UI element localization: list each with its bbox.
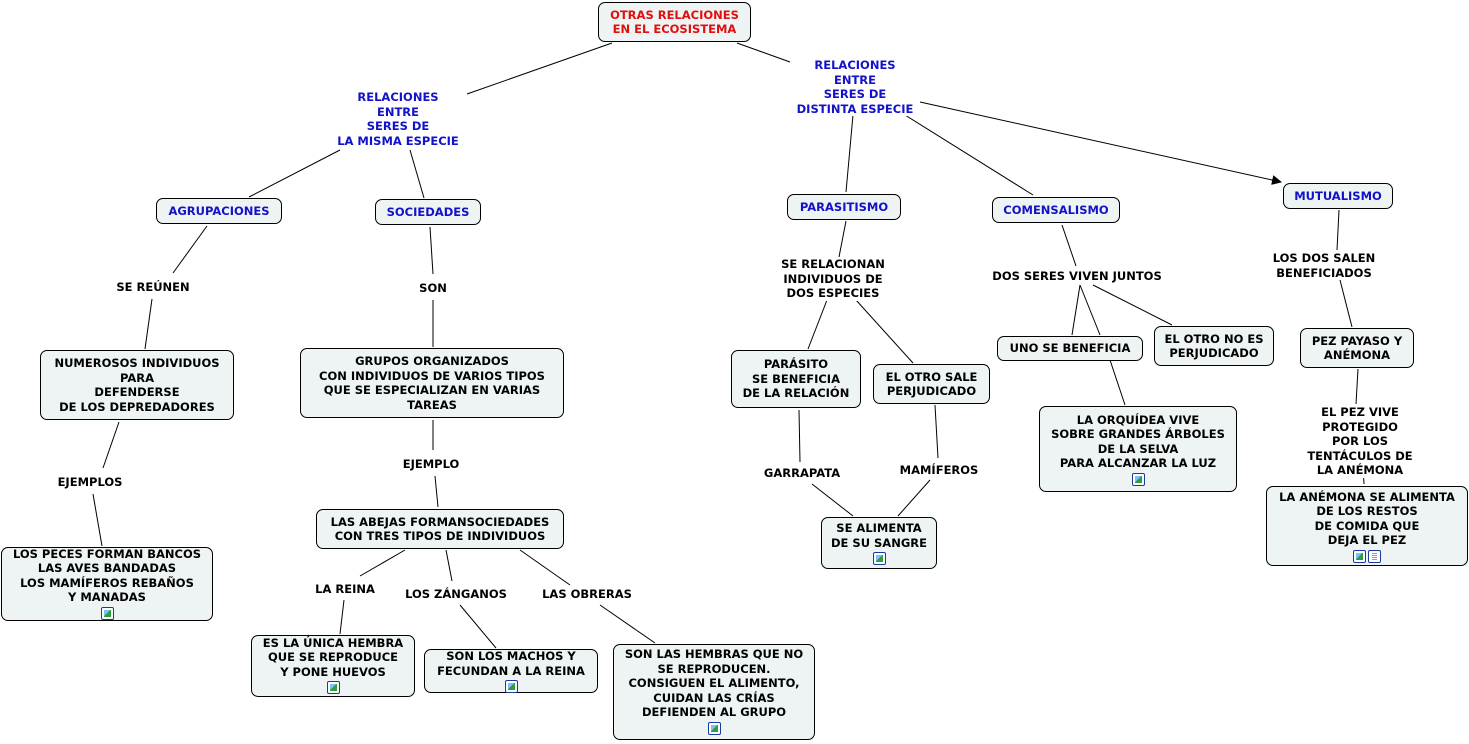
concept-orquidea[interactable]: LA ORQUÍDEA VIVE SOBRE GRANDES ÁRBOLES D… (1039, 406, 1237, 492)
link-ejemplo: EJEMPLO (402, 457, 460, 472)
concept-abejas-text: LAS ABEJAS FORMANSOCIEDADES CON TRES TIP… (330, 514, 550, 544)
concept-uno-se-beneficia[interactable]: UNO SE BENEFICIA (997, 336, 1143, 361)
concept-obreras[interactable]: SON LAS HEMBRAS QUE NO SE REPRODUCEN. CO… (613, 644, 815, 740)
link-las-obreras: LAS OBRERAS (542, 587, 632, 602)
concept-pez-payaso-text: PEZ PAYASO Y ANÉMONA (1311, 333, 1403, 363)
concept-otro-perjudicado[interactable]: EL OTRO SALE PERJUDICADO (873, 364, 990, 404)
link-garrapata: GARRAPATA (763, 466, 841, 481)
concept-anemona-alimenta-text: LA ANÉMONA SE ALIMENTA DE LOS RESTOS DE … (1279, 489, 1455, 548)
concept-comensalismo[interactable]: COMENSALISMO (992, 197, 1120, 223)
concept-numerosos-individuos[interactable]: NUMEROSOS INDIVIDUOS PARA DEFENDERSE DE … (40, 350, 234, 420)
concept-comensalismo-text: COMENSALISMO (1003, 202, 1109, 217)
link-mamiferos: MAMÍFEROS (899, 463, 979, 478)
link-ejemplos: EJEMPLOS (57, 475, 123, 490)
concept-uno-se-beneficia-text: UNO SE BENEFICIA (1009, 341, 1131, 356)
concept-orquidea-text: LA ORQUÍDEA VIVE SOBRE GRANDES ÁRBOLES D… (1051, 412, 1225, 471)
image-attachment-icon[interactable] (504, 680, 518, 693)
concept-se-alimenta-sangre-text: SE ALIMENTA DE SU SANGRE (831, 521, 927, 550)
concept-peces-aves-mamiferos[interactable]: LOS PECES FORMAN BANCOS LAS AVES BANDADA… (1, 547, 213, 621)
concept-reina-text: ES LA ÚNICA HEMBRA QUE SE REPRODUCE Y PO… (262, 635, 404, 679)
link-los-zanganos: LOS ZÁNGANOS (405, 587, 507, 602)
image-attachment-icon[interactable] (326, 681, 340, 695)
concept-parasitismo[interactable]: PARASITISMO (787, 194, 901, 220)
concept-otro-no-perjudicado-text: EL OTRO NO ES PERJUDICADO (1164, 331, 1264, 361)
concept-numerosos-individuos-text: NUMEROSOS INDIVIDUOS PARA DEFENDERSE DE … (54, 356, 220, 414)
concept-mutualismo[interactable]: MUTUALISMO (1283, 183, 1393, 209)
concept-sociedades-text: SOCIEDADES (386, 204, 470, 219)
concept-mutualismo-text: MUTUALISMO (1294, 188, 1382, 203)
image-attachment-icon[interactable] (872, 552, 886, 565)
concept-parasitismo-text: PARASITISMO (799, 199, 889, 214)
concept-obreras-text: SON LAS HEMBRAS QUE NO SE REPRODUCEN. CO… (624, 647, 804, 720)
concept-peces-aves-mamiferos-text: LOS PECES FORMAN BANCOS LAS AVES BANDADA… (12, 546, 202, 605)
concept-otro-no-perjudicado[interactable]: EL OTRO NO ES PERJUDICADO (1154, 326, 1274, 366)
concept-grupos-organizados[interactable]: GRUPOS ORGANIZADOS CON INDIVIDUOS DE VAR… (300, 348, 564, 418)
concept-agrupaciones-text: AGRUPACIONES (168, 203, 270, 218)
concept-zanganos[interactable]: SON LOS MACHOS Y FECUNDAN A LA REINA (424, 649, 598, 693)
concept-parasito[interactable]: PARÁSITO SE BENEFICIA DE LA RELACIÓN (731, 350, 861, 408)
concept-otro-perjudicado-text: EL OTRO SALE PERJUDICADO (885, 369, 978, 399)
link-dos-seres-viven-juntos: DOS SERES VIVEN JUNTOS (992, 269, 1162, 284)
link-se-relacionan: SE RELACIONAN INDIVIDUOS DE DOS ESPECIES (781, 257, 885, 301)
concept-reina[interactable]: ES LA ÚNICA HEMBRA QUE SE REPRODUCE Y PO… (251, 635, 415, 697)
root-concept-text: OTRAS RELACIONES EN EL ECOSISTEMA (610, 7, 739, 37)
concept-pez-payaso[interactable]: PEZ PAYASO Y ANÉMONA (1300, 328, 1414, 368)
concept-sociedades[interactable]: SOCIEDADES (375, 199, 481, 225)
concept-abejas[interactable]: LAS ABEJAS FORMANSOCIEDADES CON TRES TIP… (316, 509, 564, 549)
link-la-reina: LA REINA (315, 582, 375, 597)
link-los-dos-salen-beneficiados: LOS DOS SALEN BENEFICIADOS (1272, 251, 1376, 280)
link-same-species: RELACIONES ENTRE SERES DE LA MISMA ESPEC… (337, 90, 459, 148)
concept-se-alimenta-sangre[interactable]: SE ALIMENTA DE SU SANGRE (821, 517, 937, 569)
image-attachment-icon[interactable] (1131, 472, 1145, 486)
link-different-species: RELACIONES ENTRE SERES DE DISTINTA ESPEC… (796, 58, 914, 116)
image-attachment-icon[interactable] (707, 721, 721, 735)
root-concept[interactable]: OTRAS RELACIONES EN EL ECOSISTEMA (598, 2, 751, 42)
image-attachment-icon[interactable] (100, 606, 114, 620)
link-son: SON (419, 281, 447, 296)
link-se-reunen: SE REÚNEN (116, 280, 190, 295)
concept-anemona-alimenta[interactable]: LA ANÉMONA SE ALIMENTA DE LOS RESTOS DE … (1266, 486, 1468, 566)
concept-agrupaciones[interactable]: AGRUPACIONES (156, 198, 282, 224)
concept-parasito-text: PARÁSITO SE BENEFICIA DE LA RELACIÓN (742, 357, 850, 401)
document-attachment-icon[interactable] (1368, 549, 1381, 563)
image-attachment-icon[interactable] (1353, 549, 1366, 563)
concept-zanganos-text: SON LOS MACHOS Y FECUNDAN A LA REINA (437, 649, 585, 678)
link-pez-vive-protegido: EL PEZ VIVE PROTEGIDO POR LOS TENTÁCULOS… (1305, 405, 1415, 478)
concept-grupos-organizados-text: GRUPOS ORGANIZADOS CON INDIVIDUOS DE VAR… (319, 354, 545, 412)
